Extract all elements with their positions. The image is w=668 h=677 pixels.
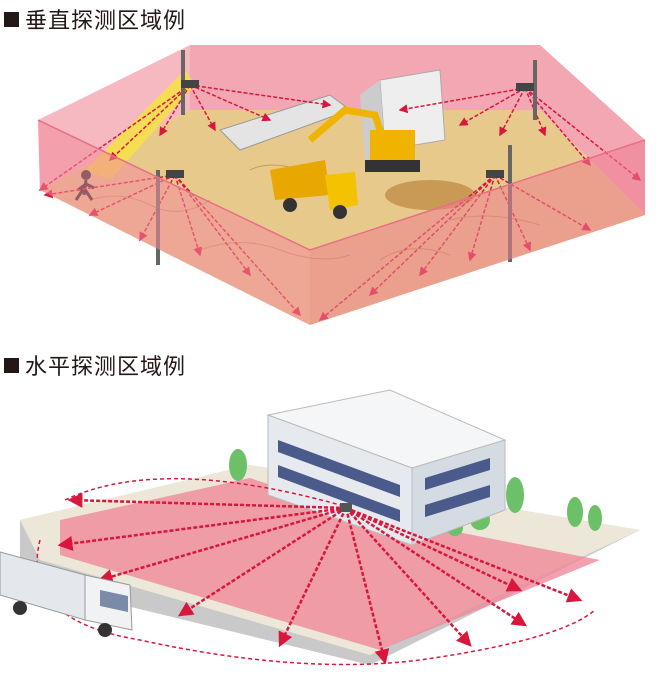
office-building bbox=[266, 389, 507, 546]
beam-arrow bbox=[278, 507, 348, 648]
horizontal-beams bbox=[57, 492, 583, 665]
sensor-pole bbox=[533, 60, 537, 120]
horizontal-detection-zone bbox=[60, 478, 600, 650]
heading-text: 水平探测区域例 bbox=[25, 355, 187, 380]
front-wall-right bbox=[310, 140, 645, 325]
sensor-head bbox=[181, 80, 199, 88]
horizontal-detection-heading: 水平探测区域例 bbox=[4, 349, 186, 381]
front-wall-left bbox=[38, 120, 310, 325]
heading-text: 垂直探测区域例 bbox=[25, 9, 187, 34]
beam-arrow bbox=[344, 507, 390, 665]
beam-arrow bbox=[499, 87, 526, 137]
delivery-truck bbox=[0, 551, 133, 637]
beam-arrow bbox=[458, 87, 526, 126]
beam-arrow bbox=[57, 506, 347, 551]
bullet-square-icon bbox=[4, 357, 19, 373]
bullet-square-icon bbox=[4, 11, 19, 27]
beam-arrow bbox=[189, 84, 216, 132]
excavator bbox=[307, 106, 420, 172]
detection-range-arc bbox=[36, 477, 596, 666]
horizontal-sensor bbox=[340, 503, 352, 512]
beam-arrow bbox=[189, 84, 272, 122]
beam-arrow bbox=[67, 492, 347, 510]
beam-arrow bbox=[524, 87, 591, 167]
beam-arrow bbox=[189, 84, 332, 109]
beam-arrow bbox=[108, 84, 191, 162]
beam-arrow bbox=[345, 507, 472, 647]
sensor-head bbox=[166, 170, 184, 178]
sensor-head bbox=[516, 83, 534, 91]
beam-arrow bbox=[177, 506, 347, 617]
vertical-detection-heading: 垂直探测区域例 bbox=[4, 3, 186, 35]
beam-arrow bbox=[345, 506, 523, 592]
sensor-head bbox=[486, 170, 504, 178]
beam-arrow bbox=[97, 506, 347, 584]
beam-arrow bbox=[398, 87, 526, 114]
dump-truck bbox=[270, 160, 358, 219]
